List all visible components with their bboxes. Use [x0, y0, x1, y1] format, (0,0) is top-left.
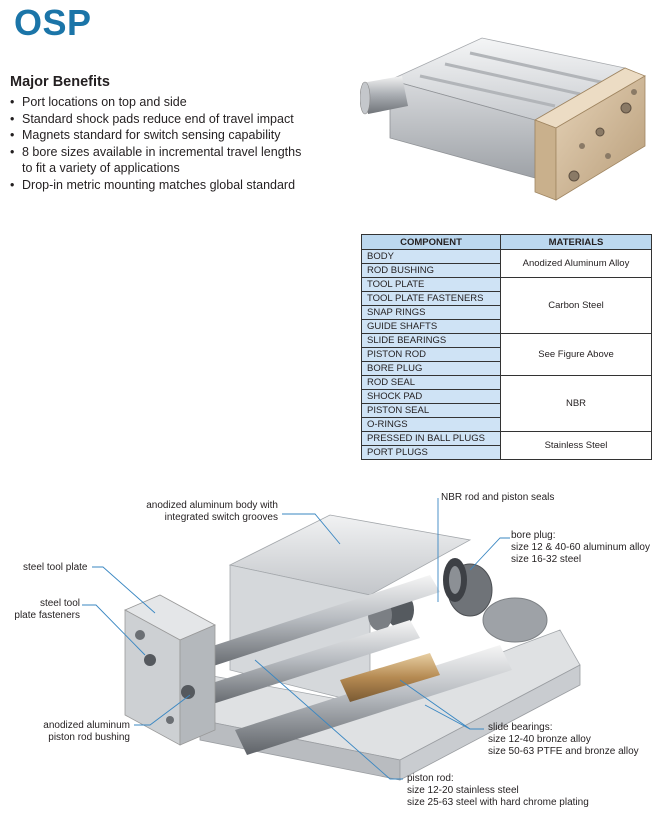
table-cell-component: SLIDE BEARINGS: [361, 333, 501, 348]
callout-text: slide bearings:: [488, 722, 553, 733]
callout-bushing: anodized aluminum piston rod bushing: [20, 720, 130, 744]
callout-text: anodized aluminum: [43, 720, 130, 731]
benefits-heading: Major Benefits: [10, 74, 110, 90]
table-cell-component: TOOL PLATE FASTENERS: [361, 291, 501, 306]
callout-text: steel tool plate: [23, 562, 88, 573]
callout-text: size 25-63 steel with hard chrome platin…: [407, 797, 589, 808]
table-cell-component: ROD SEAL: [361, 375, 501, 390]
materials-table: COMPONENT MATERIALS BODY Anodized Alumin…: [361, 234, 652, 460]
callout-fasteners: steel tool plate fasteners: [8, 598, 80, 622]
benefit-item: Drop-in metric mounting matches global s…: [10, 177, 310, 194]
callout-tool-plate: steel tool plate: [23, 562, 88, 574]
table-cell-material: Stainless Steel: [500, 431, 652, 460]
callout-text: size 16-32 steel: [511, 554, 582, 565]
table-header-component: COMPONENT: [361, 234, 501, 250]
table-cell-component: PISTON ROD: [361, 347, 501, 362]
callout-text: piston rod bushing: [48, 732, 130, 743]
table-cell-component: ROD BUSHING: [361, 263, 501, 278]
table-cell-component: TOOL PLATE: [361, 277, 501, 292]
callout-bore-plug: bore plug: size 12 & 40-60 aluminum allo…: [511, 530, 650, 566]
benefit-item: 8 bore sizes available in incremental tr…: [10, 144, 310, 177]
callout-text: piston rod:: [407, 773, 454, 784]
table-cell-component: O-RINGS: [361, 417, 501, 432]
benefits-list: Port locations on top and side Standard …: [10, 94, 310, 193]
benefit-item: Port locations on top and side: [10, 94, 310, 111]
table-cell-material: Carbon Steel: [500, 277, 652, 334]
callout-text: size 12-40 bronze alloy: [488, 734, 591, 745]
callout-text: size 12 & 40-60 aluminum alloy: [511, 542, 650, 553]
table-cell-component: PRESSED IN BALL PLUGS: [361, 431, 501, 446]
callout-text: anodized aluminum body with: [146, 500, 278, 511]
callout-text: integrated switch grooves: [164, 512, 278, 523]
table-cell-component: PISTON SEAL: [361, 403, 501, 418]
table-header-materials: MATERIALS: [500, 234, 652, 250]
table-cell-material: Anodized Aluminum Alloy: [500, 249, 652, 278]
benefit-item: Magnets standard for switch sensing capa…: [10, 127, 310, 144]
table-cell-material: See Figure Above: [500, 333, 652, 376]
table-cell-component: SHOCK PAD: [361, 389, 501, 404]
table-cell-component: PORT PLUGS: [361, 445, 501, 460]
callout-text: steel tool: [39, 598, 80, 609]
table-cell-material: NBR: [500, 375, 652, 432]
cylinder-product-image: [360, 37, 646, 201]
callout-text: NBR rod and piston seals: [441, 492, 555, 503]
page-title: OSP: [14, 2, 92, 43]
callout-lines: [82, 498, 510, 780]
table-cell-component: BODY: [361, 249, 501, 264]
benefit-item: Standard shock pads reduce end of travel…: [10, 111, 310, 128]
callout-text: size 12-20 stainless steel: [407, 785, 519, 796]
callout-body: anodized aluminum body with integrated s…: [120, 500, 278, 524]
callout-piston-rod: piston rod: size 12-20 stainless steel s…: [407, 773, 589, 809]
table-cell-component: SNAP RINGS: [361, 305, 501, 320]
table-cell-component: BORE PLUG: [361, 361, 501, 376]
callout-text: size 50-63 PTFE and bronze alloy: [488, 746, 639, 757]
table-cell-component: GUIDE SHAFTS: [361, 319, 501, 334]
callout-bearings: slide bearings: size 12-40 bronze alloy …: [488, 722, 639, 758]
cutaway-illustration: [82, 498, 581, 781]
callout-text: plate fasteners: [14, 610, 80, 621]
callout-seals: NBR rod and piston seals: [441, 492, 554, 504]
callout-text: bore plug:: [511, 530, 556, 541]
